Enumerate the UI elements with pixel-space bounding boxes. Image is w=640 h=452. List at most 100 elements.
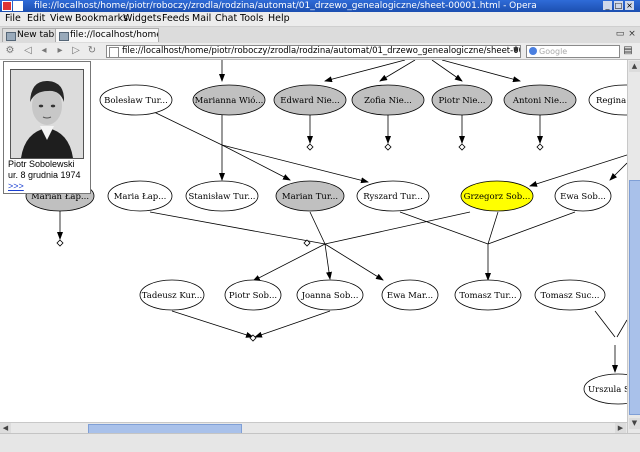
vertical-scrollbar[interactable]: ▲ ▼ — [627, 60, 640, 433]
node-urszula[interactable]: Urszula Su... — [583, 373, 627, 405]
node-label: Stanisław Tur... — [188, 192, 255, 202]
junction-diamond — [458, 143, 466, 151]
reload-icon[interactable]: ↻ — [87, 45, 97, 56]
fast-forward-icon[interactable]: ▷ — [72, 45, 80, 56]
node-tomasz-tur[interactable]: Tomasz Tur... — [454, 279, 522, 311]
address-field[interactable]: file://localhost/home/piotr/roboczy/zrod… — [106, 45, 521, 58]
google-icon — [529, 47, 537, 55]
person-popup: Piotr Sobolewski ur. 8 grudnia 1974 >>> — [3, 61, 91, 194]
node-label: Tomasz Suc... — [541, 291, 600, 301]
graph-edge — [221, 144, 291, 181]
scroll-down-icon[interactable]: ▼ — [629, 418, 640, 429]
graph-edge — [529, 154, 627, 187]
graph-edge — [252, 243, 326, 282]
scroll-up-icon[interactable]: ▲ — [629, 61, 640, 72]
person-birth-date: ur. 8 grudnia 1974 — [8, 170, 81, 180]
node-maria-lap[interactable]: Maria Łap... — [107, 180, 173, 212]
maximize-button[interactable]: □ — [614, 1, 623, 10]
node-tadeusz[interactable]: Tadeusz Kur... — [139, 279, 205, 311]
graph-edge — [324, 60, 406, 83]
sidebar-toggle-icon[interactable]: ▤ — [623, 45, 633, 56]
window-menu-icon[interactable] — [13, 1, 23, 11]
node-regina[interactable]: Regina N... — [588, 84, 627, 116]
search-field[interactable]: Google — [526, 45, 620, 58]
node-stanislaw[interactable]: Stanisław Tur... — [185, 180, 259, 212]
menu-help[interactable]: Help — [268, 13, 290, 24]
new-tab-icon — [6, 32, 16, 41]
node-label: Antoni Nie... — [512, 96, 567, 106]
back-icon[interactable]: ◂ — [41, 45, 47, 56]
tab-label: New tab — [17, 30, 55, 40]
rewind-icon[interactable]: ◁ — [24, 45, 32, 56]
node-zofia[interactable]: Zofia Nie... — [351, 84, 425, 116]
node-label: Piotr Nie... — [438, 96, 485, 106]
graph-edge — [254, 310, 331, 338]
node-piotr-sob[interactable]: Piotr Sob... — [224, 279, 282, 311]
menu-bookmarks[interactable]: Bookmarks — [75, 13, 129, 24]
menu-mail[interactable]: Mail — [192, 13, 212, 24]
tab-bar: New tab file://localhost/home... ▭ × — [0, 27, 640, 44]
forward-icon[interactable]: ▸ — [57, 45, 63, 56]
node-joanna[interactable]: Joanna Sob... — [296, 279, 364, 311]
node-edward[interactable]: Edward Nie... — [273, 84, 347, 116]
horizontal-scrollbar[interactable]: ◀ ▶ — [0, 422, 627, 434]
node-ewa-mar[interactable]: Ewa Mar... — [381, 279, 439, 311]
minimize-button[interactable]: _ — [603, 1, 612, 10]
close-button[interactable]: × — [625, 1, 634, 10]
address-text: file://localhost/home/piotr/roboczy/zrod… — [122, 46, 521, 56]
junction-diamond — [56, 239, 64, 247]
address-dropdown-icon[interactable]: ▼ — [513, 46, 519, 54]
node-ryszard[interactable]: Ryszard Tur... — [356, 180, 430, 212]
junction-diamond — [249, 334, 257, 342]
menu-feeds[interactable]: Feeds — [162, 13, 190, 24]
panel-toggle-icon[interactable]: ⚙ — [5, 45, 15, 56]
node-tomasz-suc[interactable]: Tomasz Suc... — [534, 279, 606, 311]
opera-icon — [2, 1, 12, 11]
menu-view[interactable]: View — [50, 13, 73, 24]
person-details-link[interactable]: >>> — [8, 181, 24, 191]
navigation-bar: ⚙ ◁ ◂ ▸ ▷ ↻ file://localhost/home/piotr/… — [0, 43, 640, 60]
tab-current[interactable]: file://localhost/home... — [55, 28, 159, 42]
window-title: file://localhost/home/piotr/roboczy/zrod… — [34, 1, 537, 11]
scroll-right-icon[interactable]: ▶ — [615, 423, 626, 434]
menu-file[interactable]: File — [5, 13, 21, 24]
graph-edge — [309, 211, 326, 245]
node-label: Urszula Su... — [588, 385, 627, 395]
node-marianna[interactable]: Marianna Wió... — [192, 84, 266, 116]
menu-widgets[interactable]: Widgets — [123, 13, 162, 24]
node-grzegorz[interactable]: Grzegorz Sob... — [460, 180, 534, 212]
node-label: Ryszard Tur... — [363, 192, 423, 202]
node-piotr-nie[interactable]: Piotr Nie... — [431, 84, 493, 116]
node-label: Marian Łap... — [31, 192, 89, 202]
person-photo — [10, 69, 84, 159]
node-label: Zofia Nie... — [364, 96, 412, 106]
graph-edge — [171, 310, 254, 338]
menu-bar: File Edit View Bookmarks Widgets Feeds M… — [0, 12, 640, 27]
search-placeholder: Google — [539, 47, 568, 56]
person-name: Piotr Sobolewski — [8, 159, 75, 169]
node-antoni[interactable]: Antoni Nie... — [503, 84, 577, 116]
tab-close-icon[interactable]: × — [628, 29, 636, 39]
node-label: Bolesław Tur... — [104, 96, 168, 106]
junction-diamond — [303, 239, 311, 247]
graph-edge — [324, 211, 471, 245]
node-ewa-sob[interactable]: Ewa Sob... — [554, 180, 612, 212]
window-titlebar: file://localhost/home/piotr/roboczy/zrod… — [0, 0, 640, 12]
graph-edge — [149, 211, 326, 245]
vertical-scroll-thumb[interactable] — [629, 180, 640, 415]
graph-edge — [324, 243, 332, 280]
node-label: Ewa Mar... — [387, 291, 433, 301]
menu-edit[interactable]: Edit — [27, 13, 46, 24]
junction-diamond — [536, 143, 544, 151]
menu-chat[interactable]: Chat — [215, 13, 238, 24]
graph-edge — [594, 310, 616, 338]
scroll-left-icon[interactable]: ◀ — [0, 423, 11, 434]
node-label: Tomasz Tur... — [459, 291, 516, 301]
node-boleslaw[interactable]: Bolesław Tur... — [99, 84, 173, 116]
junction-diamond — [306, 143, 314, 151]
tab-list-icon[interactable]: ▭ — [615, 29, 625, 39]
menu-tools[interactable]: Tools — [240, 13, 264, 24]
node-label: Tadeusz Kur... — [142, 291, 202, 301]
page-content: Bolesław Tur... Marianna Wió... Edward N… — [0, 60, 627, 422]
node-marian-tur[interactable]: Marian Tur... — [275, 180, 345, 212]
